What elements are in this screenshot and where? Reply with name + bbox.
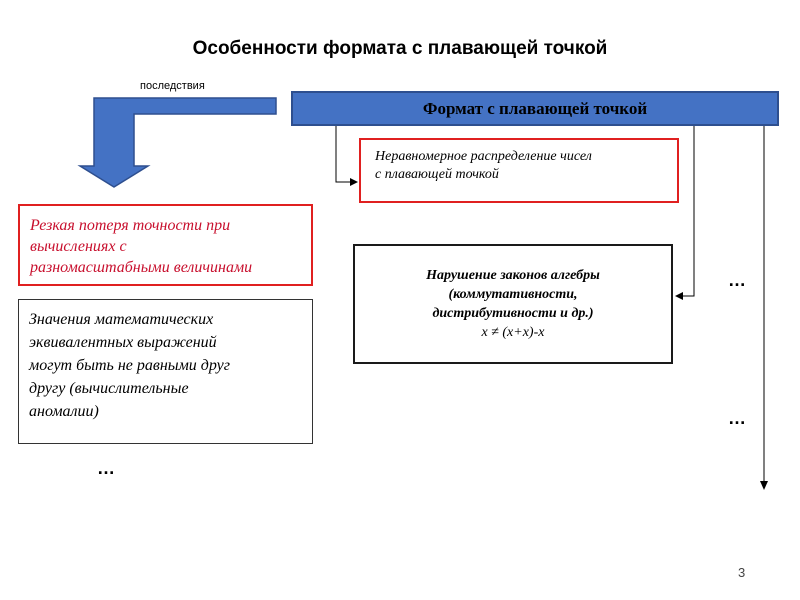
- arrowhead-right: [760, 481, 768, 490]
- algebra-line-1: Нарушение законов алгебры: [426, 268, 600, 283]
- consequences-label: последствия: [140, 80, 205, 92]
- consequences-arrow: [77, 97, 277, 188]
- arrowhead-algebra: [675, 292, 683, 300]
- anomalies-box: Значения математических эквивалентных вы…: [18, 299, 313, 444]
- anomaly-line-1: Значения математических: [29, 311, 214, 328]
- arrowhead-uneven: [350, 178, 358, 186]
- page-number: 3: [738, 565, 746, 580]
- algebra-line-2: (коммутативности,: [448, 287, 578, 302]
- format-header-box: Формат с плавающей точкой: [291, 91, 779, 126]
- precision-line-2: вычислениях с: [30, 238, 127, 255]
- algebra-violation-box: Нарушение законов алгебры (коммутативнос…: [353, 244, 673, 364]
- algebra-line-3: дистрибутивности и др.): [432, 306, 594, 321]
- slide-title: Особенности формата с плавающей точкой: [192, 38, 608, 59]
- anomaly-line-2: эквивалентных выражений: [29, 334, 217, 351]
- precision-loss-box: Резкая потеря точности при вычислениях с…: [18, 204, 313, 286]
- ellipsis-right-upper: …: [728, 270, 746, 290]
- ellipsis-left: …: [97, 458, 115, 478]
- precision-line-1: Резкая потеря точности при: [30, 217, 231, 234]
- anomaly-line-5: аномалии): [29, 403, 99, 420]
- anomaly-line-4: другу (вычислительные: [29, 380, 189, 397]
- ellipsis-right-lower: …: [728, 408, 746, 428]
- uneven-distribution-box: Неравномерное распределение чисел с плав…: [359, 138, 679, 203]
- connector-algebra: [682, 126, 695, 297]
- algebra-formula: x ≠ (x+x)-x: [481, 325, 545, 340]
- uneven-line-2: с плавающей точкой: [375, 167, 499, 182]
- uneven-line-1: Неравномерное распределение чисел: [375, 149, 592, 164]
- precision-line-3: разномасштабными величинами: [30, 259, 253, 276]
- connector-uneven: [335, 126, 352, 183]
- anomaly-line-3: могут быть не равными друг: [29, 357, 231, 374]
